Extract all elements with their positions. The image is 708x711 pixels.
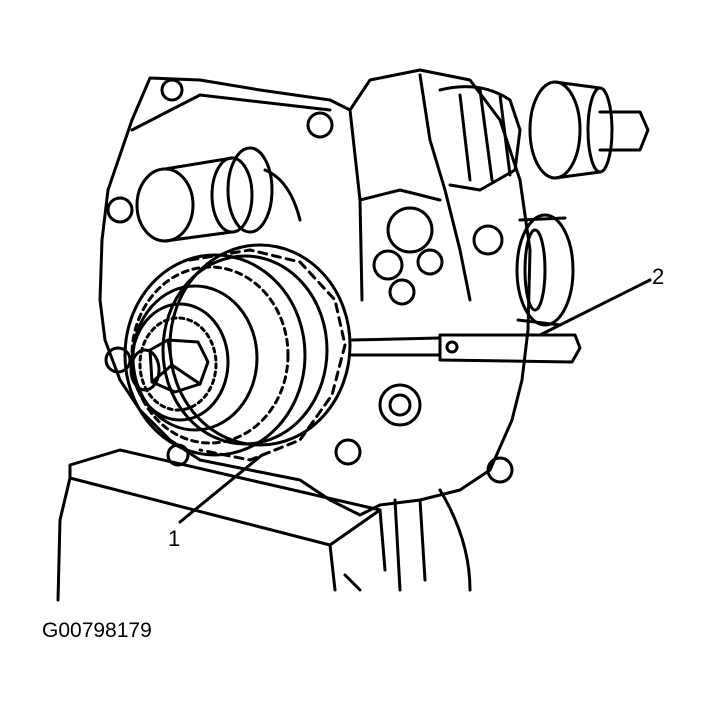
feeler-gauge	[350, 333, 582, 364]
figure-id: G00798179	[42, 619, 152, 642]
helical-gear	[123, 243, 352, 462]
input-shaft-stub	[135, 146, 274, 243]
callout-label-1: 1	[168, 526, 181, 551]
callout-label-2: 2	[652, 264, 665, 289]
retaining-nut	[129, 338, 210, 394]
support-fixture	[56, 448, 472, 602]
upper-gear-cluster	[438, 80, 650, 192]
housing	[98, 68, 532, 517]
housing-bores	[263, 168, 444, 427]
lower-right-gear	[515, 213, 575, 327]
leader-line-2	[538, 278, 652, 337]
